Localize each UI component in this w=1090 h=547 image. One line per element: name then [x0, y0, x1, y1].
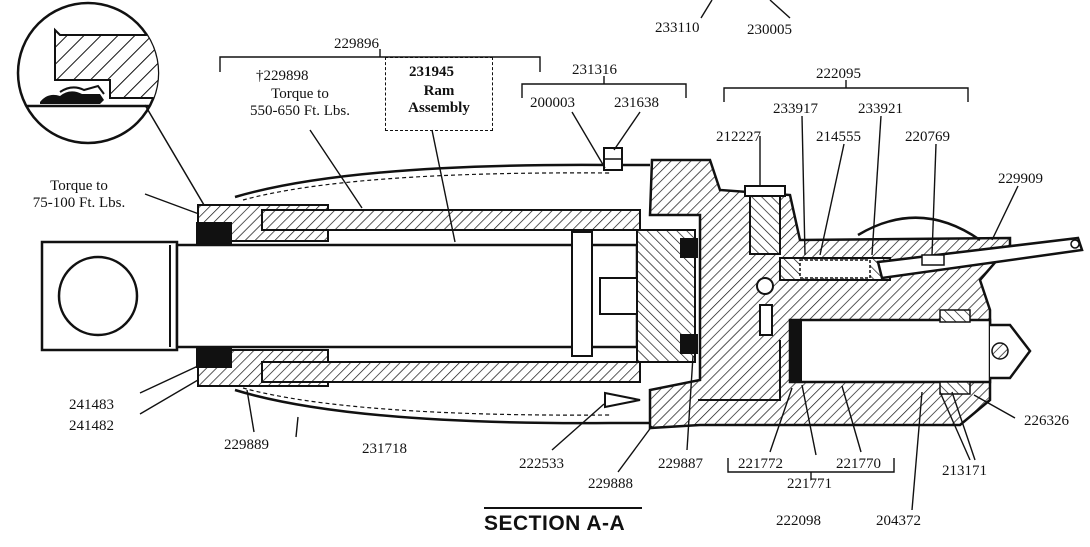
gland-torque-line-1: Torque to: [50, 178, 108, 194]
title-rule: [484, 507, 642, 509]
part-label-230005: 230005: [747, 22, 792, 38]
leader-lines: [139, 0, 1019, 511]
ram-line-2: Assembly: [408, 100, 470, 116]
part-label-241482: 241482: [69, 418, 114, 434]
part-label-213171: 213171: [942, 463, 987, 479]
part-label-222095: 222095: [816, 66, 861, 82]
part-label-221771: 221771: [787, 476, 832, 492]
gland-torque-note: Torque to 75-100 Ft. Lbs.: [14, 178, 144, 212]
part-label-229887: 229887: [658, 456, 703, 472]
part-label-229889: 229889: [224, 437, 269, 453]
ram-assembly-note: Ram Assembly: [395, 83, 483, 117]
gland-torque-line-2: 75-100 Ft. Lbs.: [32, 195, 126, 211]
part-label-241483: 241483: [69, 397, 114, 413]
seal-detail-circle: [16, 1, 205, 206]
pump-body: [604, 158, 1032, 430]
section-title: SECTION A-A: [484, 512, 626, 535]
part-label-229896: 229896: [334, 36, 379, 52]
part-label-231638: 231638: [614, 95, 659, 111]
part-label-204372: 204372: [876, 513, 921, 529]
part-label-229898: †229898: [256, 68, 309, 84]
breather-screw: [603, 147, 623, 171]
part-label-226326: 226326: [1024, 413, 1069, 429]
part-label-222098: 222098: [776, 513, 821, 529]
ram-line-1: Ram: [423, 83, 455, 99]
pump-handle: [876, 236, 1084, 280]
part-label-200003: 200003: [530, 95, 575, 111]
nut-torque-note: Torque to 550-650 Ft. Lbs.: [232, 86, 368, 120]
part-label-221772: 221772: [738, 456, 783, 472]
part-label-220769: 220769: [905, 129, 950, 145]
part-label-212227: 212227: [716, 129, 761, 145]
part-label-233917: 233917: [773, 101, 818, 117]
part-label-214555: 214555: [816, 129, 861, 145]
part-label-233110: 233110: [655, 20, 700, 36]
part-label-231945: 231945: [409, 64, 454, 80]
part-label-231316: 231316: [572, 62, 617, 78]
part-label-222533: 222533: [519, 456, 564, 472]
nut-torque-line-1: Torque to: [271, 86, 329, 102]
part-label-229909: 229909: [998, 171, 1043, 187]
part-label-233921: 233921: [858, 101, 903, 117]
nut-torque-line-2: 550-650 Ft. Lbs.: [249, 103, 350, 119]
part-label-229888: 229888: [588, 476, 633, 492]
reservoir-tube: [234, 163, 650, 425]
ram-assembly-box: [385, 57, 493, 131]
part-label-231718: 231718: [362, 441, 407, 457]
part-label-221770: 221770: [836, 456, 881, 472]
ram-rod: [40, 229, 698, 363]
